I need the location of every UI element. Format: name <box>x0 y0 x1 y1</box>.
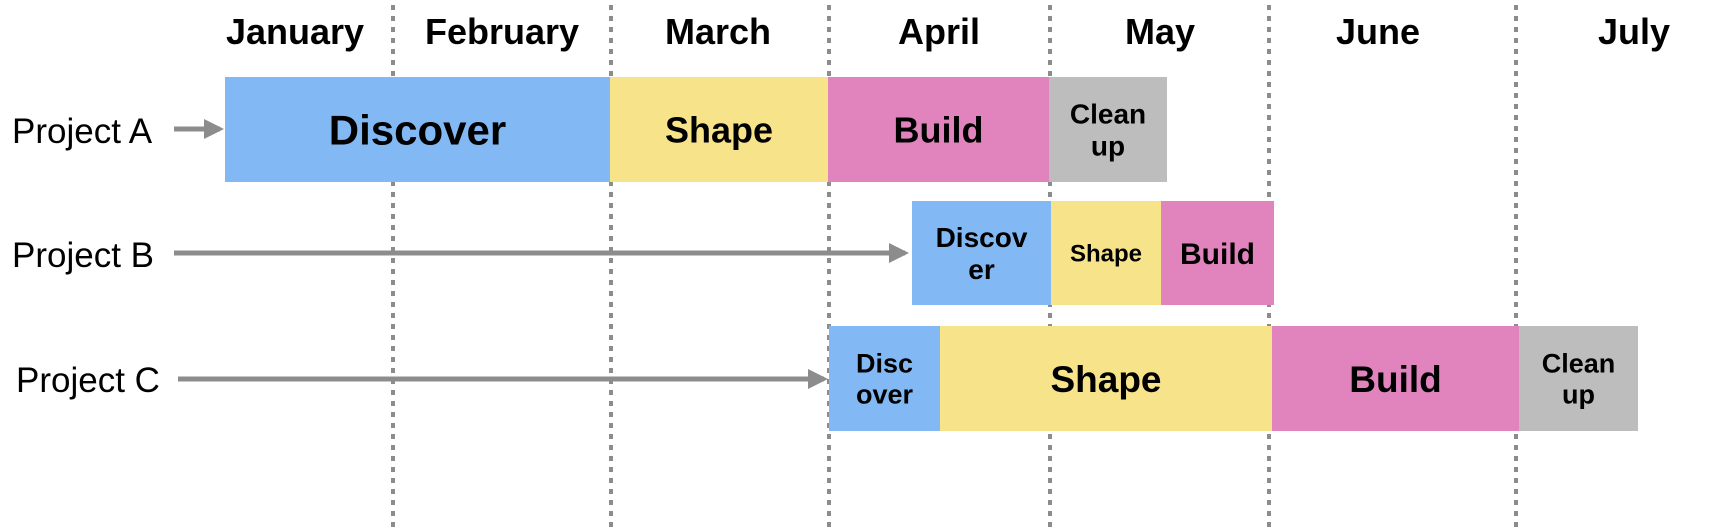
phase-block <box>225 77 610 182</box>
month-label-february: February <box>425 11 579 52</box>
phase-label: Disc <box>856 349 913 379</box>
phase-label: er <box>968 254 995 285</box>
month-label-july: July <box>1598 11 1670 52</box>
phase-build: Build <box>1161 201 1274 305</box>
phase-discover: Discover <box>225 77 610 182</box>
phase-label: Build <box>894 109 984 150</box>
phase-label: up <box>1562 380 1595 410</box>
phase-build: Build <box>828 77 1049 182</box>
phase-block <box>940 326 1272 431</box>
month-label-april: April <box>898 11 980 52</box>
phase-label: up <box>1091 131 1125 162</box>
month-label-june: June <box>1336 11 1420 52</box>
phase-label: Shape <box>665 109 773 150</box>
phase-label: Build <box>1349 359 1441 400</box>
phase-shape: Shape <box>610 77 828 182</box>
phase-label: Shape <box>1050 359 1161 400</box>
phase-block <box>1051 201 1161 305</box>
project-label: Project B <box>12 236 154 275</box>
phase-block <box>1161 201 1274 305</box>
phase-block <box>1272 326 1519 431</box>
phase-build: Build <box>1272 326 1519 431</box>
project-label: Project A <box>12 112 153 151</box>
phase-label: Discov <box>936 222 1028 253</box>
month-label-january: January <box>226 11 364 52</box>
phase-block <box>1519 326 1638 431</box>
month-label-march: March <box>665 11 771 52</box>
phase-label: Clean <box>1542 349 1616 379</box>
phase-block <box>829 326 940 431</box>
phase-block <box>610 77 828 182</box>
phase-shape: Shape <box>1051 201 1161 305</box>
phase-label: over <box>856 380 914 410</box>
phase-label: Discover <box>329 107 506 154</box>
phase-block <box>828 77 1049 182</box>
project-row-project-b: Project B Discover Shape Build <box>12 201 1274 305</box>
month-header: January February March April May June July <box>226 11 1670 52</box>
phase-discover: Discover <box>912 201 1051 305</box>
phase-label: Shape <box>1070 241 1142 268</box>
phase-block <box>912 201 1051 305</box>
phase-label: Clean <box>1070 98 1146 129</box>
phase-label: Build <box>1180 238 1255 271</box>
month-label-may: May <box>1125 11 1195 52</box>
phase-shape: Shape <box>940 326 1272 431</box>
phase-block <box>1049 77 1167 182</box>
project-label: Project C <box>16 361 160 400</box>
phase-discover: Discover <box>829 326 940 431</box>
